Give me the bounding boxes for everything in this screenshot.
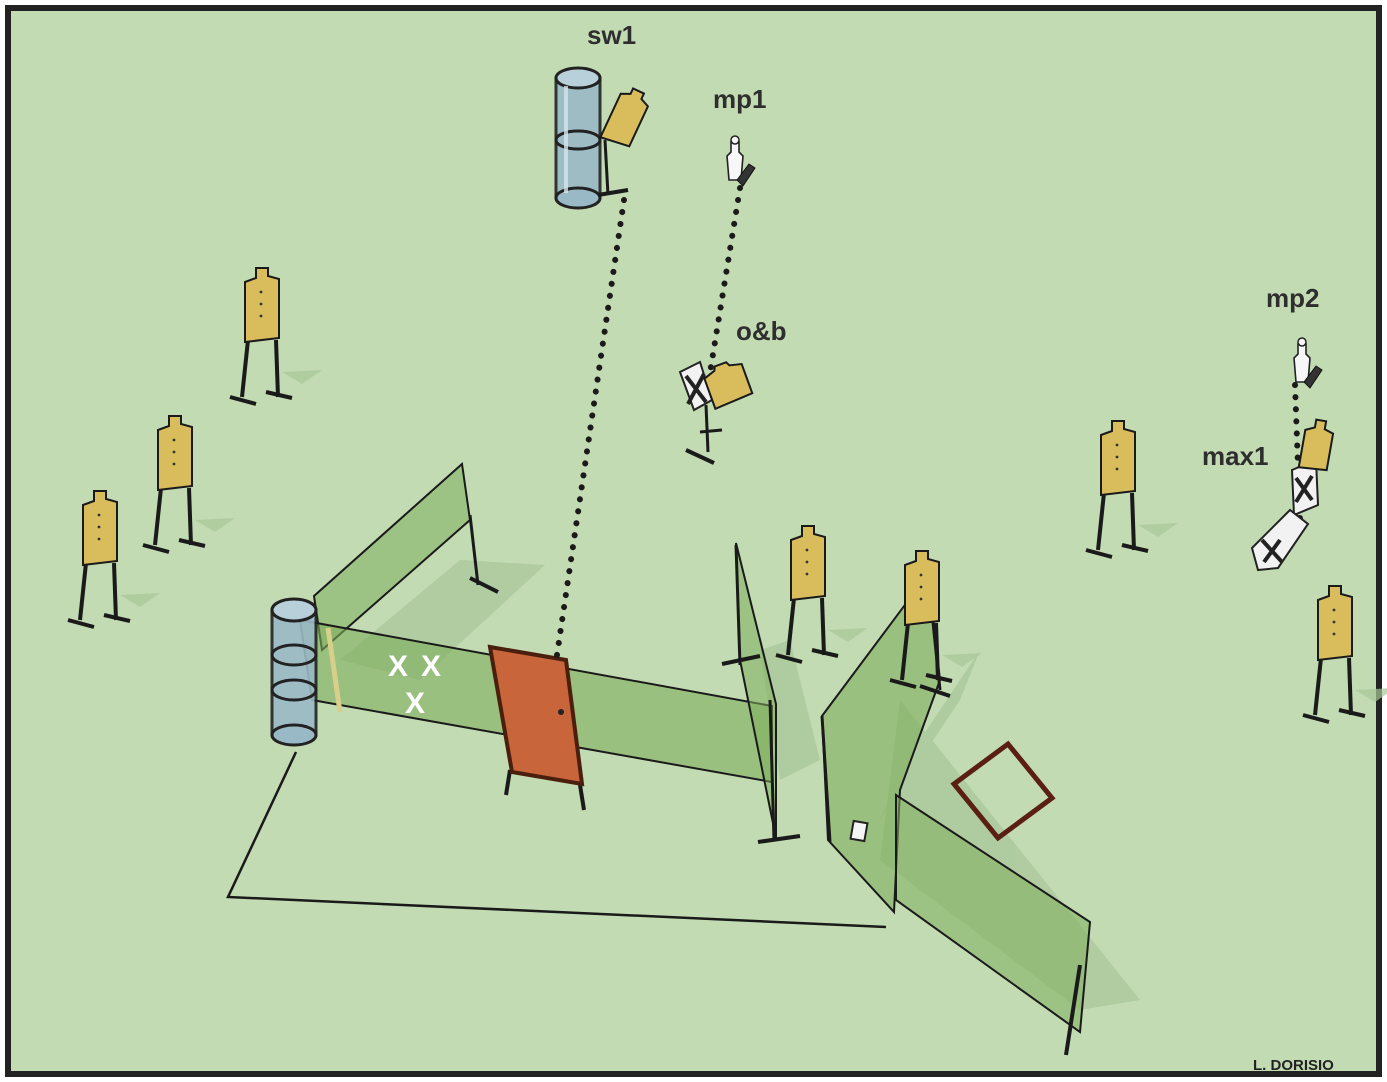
label-ob: o&b xyxy=(736,316,787,346)
label-sw1: sw1 xyxy=(587,20,636,50)
no-shoot-icon xyxy=(678,360,714,412)
barrel-icon xyxy=(554,66,602,210)
label-mp2: mp2 xyxy=(1266,283,1319,313)
shooting-box-icon xyxy=(950,740,1056,842)
door-icon xyxy=(487,644,585,787)
field-background xyxy=(5,5,1382,1077)
start-mark: X xyxy=(421,650,441,683)
max1-target-group xyxy=(1250,418,1335,572)
credit-text: L. DORISIO xyxy=(1253,1057,1334,1074)
label-mp1: mp1 xyxy=(713,84,766,114)
barrel-icon xyxy=(270,597,318,747)
activation-lines xyxy=(554,185,1303,658)
label-max1: max1 xyxy=(1202,441,1269,471)
fault-line xyxy=(226,751,887,929)
wall-center xyxy=(721,542,801,844)
swinger-target xyxy=(599,87,650,148)
port-window xyxy=(849,819,869,843)
cardboard-target-icon xyxy=(703,361,754,411)
start-mark: X xyxy=(388,650,408,683)
start-mark: X xyxy=(405,687,425,720)
